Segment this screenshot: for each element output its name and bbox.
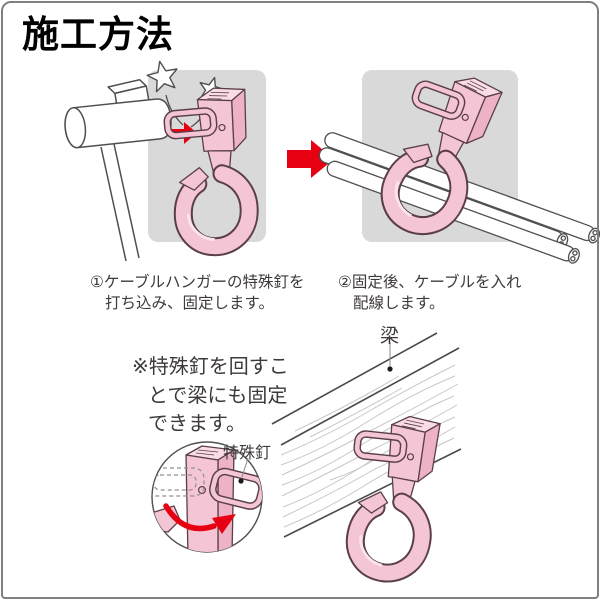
- step2-caption-line2: 配線します。: [353, 294, 445, 312]
- step2-caption: ②固定後、ケーブルを入れ 配線します。: [338, 272, 521, 314]
- page-title: 施工方法: [22, 13, 174, 56]
- beam-label-leader: [387, 342, 393, 372]
- step1-caption-line1: ①ケーブルハンガーの特殊釘を: [90, 273, 305, 291]
- beam-label: 梁: [380, 325, 400, 347]
- cable-hanger-on-beam: [344, 411, 440, 577]
- step2-caption-line1: ②固定後、ケーブルを入れ: [338, 273, 522, 291]
- special-nail-label: 特殊釘: [223, 443, 272, 462]
- hammer-illustration: [64, 78, 172, 262]
- rotation-note: ※特殊釘を回すこ とで梁にも固定 できます。: [132, 352, 289, 438]
- special-nail-rotated: [209, 467, 262, 510]
- step1-caption-line2: 打ち込み、固定します。: [105, 294, 274, 312]
- rotation-note-line3: できます。: [148, 411, 246, 435]
- rotation-arrow-icon: [163, 503, 236, 534]
- step1-caption: ①ケーブルハンガーの特殊釘を 打ち込み、固定します。: [90, 272, 304, 314]
- rotation-detail-inset: [151, 441, 263, 553]
- rotation-note-line2: とで梁にも固定: [148, 382, 288, 407]
- nail-ghost-position: [152, 467, 205, 497]
- special-nail-label-leader: [238, 457, 249, 484]
- rotation-note-line1: ※特殊釘を回すこ: [132, 354, 289, 378]
